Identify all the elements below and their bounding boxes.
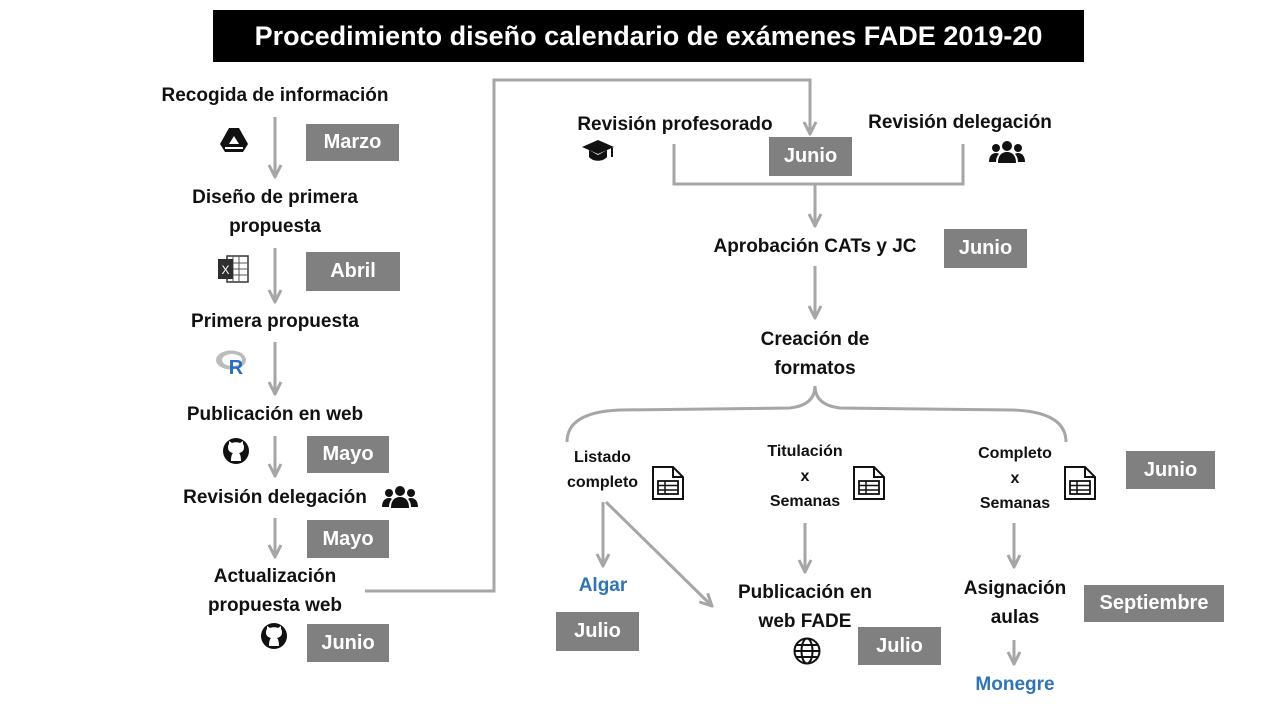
format-titulacion-line3: Semanas: [769, 493, 841, 510]
output-publicacion-line2: web FADE: [758, 611, 852, 632]
users-group-icon: [382, 486, 418, 508]
month-mayo-2: Mayo: [307, 520, 389, 558]
output-asignacion-line2: aulas: [990, 607, 1040, 628]
format-completo-line2: x: [1010, 470, 1020, 487]
connector-review-merge: [672, 144, 965, 186]
page-title: Procedimiento diseño calendario de exáme…: [213, 10, 1084, 62]
spreadsheet-icon: [853, 466, 885, 500]
month-marzo: Marzo: [306, 124, 399, 161]
github-icon: [223, 438, 249, 464]
graduation-cap-icon: [582, 140, 614, 161]
arrow-listado-publicacion: [604, 500, 712, 606]
month-junio-formats: Junio: [1126, 451, 1215, 489]
review-profesorado: Revisión profesorado: [577, 114, 773, 135]
svg-text:R: R: [229, 357, 244, 376]
format-completo-line1: Completo: [978, 445, 1052, 462]
output-asignacion-line1: Asignación: [963, 578, 1067, 599]
month-junio-aprobacion: Junio: [944, 229, 1027, 268]
month-junio-review: Junio: [769, 137, 852, 176]
output-monegre: Monegre: [975, 674, 1055, 695]
creacion-line1: Creación de: [760, 329, 870, 350]
aprobacion-label: Aprobación CATs y JC: [713, 236, 917, 257]
connector-actualizacion-review: [365, 78, 810, 593]
month-julio-algar: Julio: [556, 612, 639, 651]
month-septiembre: Septiembre: [1084, 585, 1224, 622]
month-abril: Abril: [306, 252, 400, 291]
github-icon: [261, 623, 287, 649]
spreadsheet-icon: [1064, 466, 1096, 500]
month-mayo-1: Mayo: [307, 436, 389, 473]
output-publicacion-line1: Publicación en: [737, 582, 873, 603]
step-primera-propuesta: Primera propuesta: [191, 311, 359, 332]
excel-icon: X: [218, 255, 249, 283]
google-drive-icon: [220, 128, 248, 152]
r-language-icon: R: [216, 350, 246, 376]
format-listado-line2: completo: [566, 474, 639, 491]
format-titulacion-line1: Titulación: [767, 443, 843, 460]
step-publicacion-web: Publicación en web: [186, 404, 364, 425]
spreadsheet-icon: [652, 466, 684, 500]
format-titulacion-line2: x: [800, 468, 810, 485]
formats-brace: [565, 385, 1068, 443]
step-actualizacion-line1: Actualización: [213, 566, 337, 587]
step-recogida: Recogida de información: [161, 85, 389, 106]
format-listado-line1: Listado: [574, 449, 631, 466]
output-algar: Algar: [578, 575, 628, 596]
month-julio-publicacion: Julio: [858, 627, 941, 665]
step-diseno-line2: propuesta: [229, 216, 321, 237]
step-revision-delegacion: Revisión delegación: [183, 487, 367, 508]
step-actualizacion-line2: propuesta web: [207, 595, 343, 616]
creacion-line2: formatos: [774, 358, 856, 379]
month-junio-left: Junio: [307, 624, 389, 662]
step-diseno-line1: Diseño de primera: [192, 187, 358, 208]
users-group-icon: [989, 141, 1025, 163]
svg-text:X: X: [221, 263, 229, 277]
globe-icon: [793, 637, 821, 665]
review-delegacion: Revisión delegación: [868, 112, 1052, 133]
format-completo-line3: Semanas: [979, 495, 1051, 512]
